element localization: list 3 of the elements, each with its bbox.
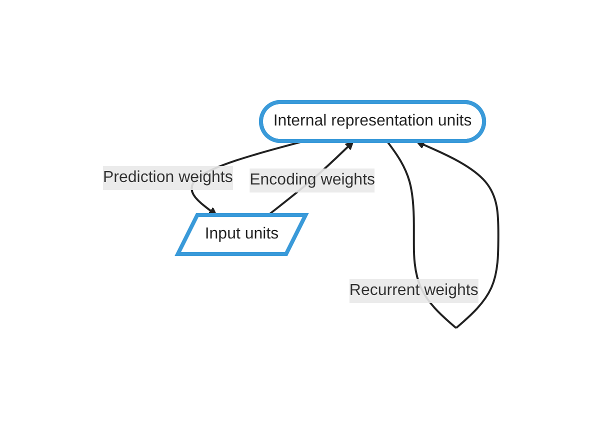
edge-label: Prediction weights	[102, 168, 233, 186]
edge-label: Encoding weights	[249, 171, 375, 188]
edge-label: Recurrent weights	[349, 282, 478, 299]
